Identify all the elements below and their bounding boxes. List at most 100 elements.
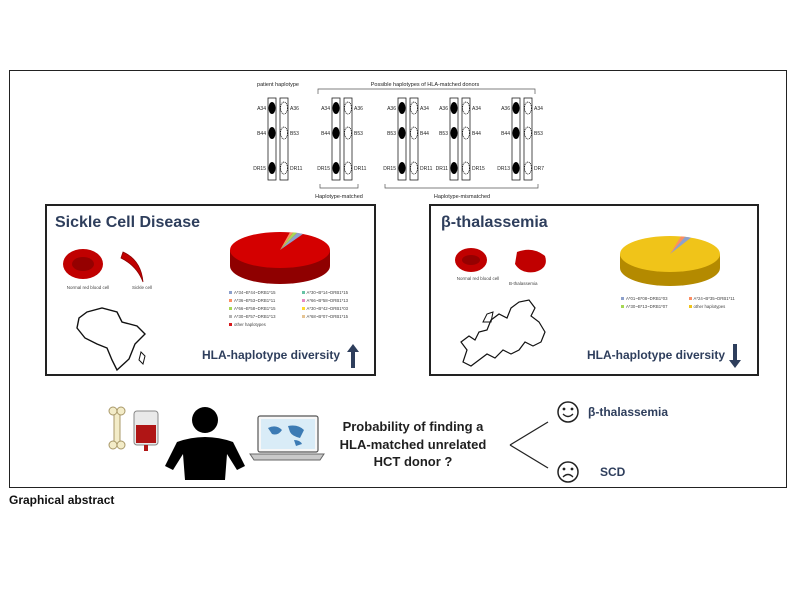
allele-mark: [450, 127, 458, 139]
allele-label: B53: [290, 131, 299, 137]
allele-label: B53: [354, 131, 363, 137]
sad-face-icon: [557, 461, 579, 483]
allele-mark: [344, 101, 352, 115]
happy-face-icon: [557, 401, 579, 423]
allele-label: A34: [257, 106, 266, 112]
allele-mark: [524, 126, 532, 140]
bone-marrow-icons: [108, 406, 159, 451]
allele-label: B44: [257, 131, 266, 137]
allele-label: A36: [501, 106, 510, 112]
allele-mark: [524, 161, 532, 175]
allele-label: A36: [387, 106, 396, 112]
legend-label: A*30~B*13~DRB1*07: [626, 304, 668, 309]
normal-cell-label: Normal red blood cell: [66, 285, 110, 290]
bt-cell-label: B-thalassemia: [509, 281, 538, 286]
legend-swatch: [229, 299, 232, 303]
allele-mark: [398, 162, 406, 174]
donors-bracket: [317, 88, 536, 94]
allele-label: A36: [354, 106, 363, 112]
patient-label: patient haplotype: [257, 82, 299, 88]
question-line: HLA-matched unrelated: [339, 436, 487, 452]
legend-swatch: [229, 307, 232, 311]
allele-label: DR15: [317, 166, 330, 172]
allele-mark: [332, 127, 340, 139]
legend-swatch: [301, 299, 305, 303]
allele-mark: [512, 127, 520, 139]
allele-mark: [450, 102, 458, 114]
legend-entry: A*36~B*53~DRB1*11: [229, 298, 302, 303]
legend-entry: A*01~B*08~DRB1*03: [621, 296, 689, 301]
legend-swatch: [229, 323, 232, 327]
legend-swatch: [301, 291, 305, 295]
legend-label: A*30~B*14~DRB1*15: [306, 290, 349, 295]
scd-panel: Sickle Cell Disease Normal red blood cel…: [45, 204, 376, 376]
allele-mark: [410, 126, 418, 140]
allele-mark: [344, 161, 352, 175]
arrow-down-icon: [729, 344, 741, 368]
scd-title: Sickle Cell Disease: [55, 214, 200, 231]
legend-entry: A*66~B*58~DRB1*15: [229, 306, 302, 311]
legend-label: other haplotypes: [693, 304, 726, 309]
allele-mark: [332, 102, 340, 114]
arrow-up-icon: [347, 344, 359, 368]
africa-map-icon: [76, 307, 146, 372]
bt-title: β-thalassemia: [441, 214, 548, 231]
allele-mark: [398, 102, 406, 114]
allele-label: B53: [387, 131, 396, 137]
legend-label: A*68~B*07~DRB1*15: [306, 314, 349, 319]
legend-swatch: [229, 291, 232, 295]
legend-swatch: [301, 307, 305, 311]
legend-label: A*66~B*58~DRB1*13: [306, 298, 349, 303]
legend-swatch: [688, 305, 692, 309]
donors-label: Possible haplotypes of HLA-matched donor…: [371, 82, 480, 88]
allele-mark: [524, 101, 532, 115]
allele-label: DR15: [472, 166, 485, 172]
allele-label: B44: [501, 131, 510, 137]
mismatched-bracket: [384, 184, 539, 189]
allele-label: DR11: [420, 166, 433, 172]
allele-label: DR11: [354, 166, 367, 172]
question-line: HCT donor ?: [373, 454, 453, 470]
question-text: Probability of finding a HLA-matched unr…: [336, 418, 490, 471]
allele-label: A34: [420, 106, 429, 112]
allele-label: B44: [321, 131, 330, 137]
legend-entry: A*30~B*57~DRB1*13: [229, 314, 302, 319]
legend-label: other haplotypes: [234, 322, 266, 327]
allele-mark: [268, 162, 276, 174]
allele-label: B44: [472, 131, 481, 137]
legend-label: A*30~B*57~DRB1*13: [234, 314, 276, 319]
legend-label: A*01~B*08~DRB1*03: [626, 296, 668, 301]
allele-label: DR15: [253, 166, 266, 172]
allele-mark: [450, 162, 458, 174]
allele-label: DR15: [383, 166, 396, 172]
allele-mark: [512, 102, 520, 114]
bt-diversity-label: HLA-haplotype diversity: [587, 348, 726, 362]
legend-swatch: [688, 297, 692, 301]
europe-map-icon: [460, 299, 546, 367]
outcome-bad-label: SCD: [600, 465, 626, 479]
bt-pie-chart: [620, 236, 720, 286]
allele-label: A34: [534, 106, 543, 112]
allele-mark: [410, 161, 418, 175]
matched-label: Haplotype-matched: [315, 194, 363, 200]
allele-mark: [280, 101, 288, 115]
legend-entry: A*30~B*13~DRB1*07: [621, 304, 689, 309]
legend-entry: A*30~B*42~DRB1*03: [301, 306, 375, 311]
allele-label: A34: [321, 106, 330, 112]
allele-mark: [280, 126, 288, 140]
scd-pie-chart: [230, 232, 330, 284]
bt-cells: [455, 248, 546, 273]
legend-swatch: [621, 305, 624, 309]
legend-entry: other haplotypes: [688, 304, 757, 309]
allele-mark: [332, 162, 340, 174]
question-line: Probability of finding a: [342, 419, 484, 434]
laptop-icon: [249, 415, 325, 461]
legend-swatch: [301, 315, 305, 319]
legend-label: A*24~B*35~DRB1*11: [693, 296, 735, 301]
allele-label: DR11: [290, 166, 303, 172]
allele-mark: [462, 161, 470, 175]
scd-diversity-label: HLA-haplotype diversity: [202, 348, 341, 362]
allele-mark: [398, 127, 406, 139]
